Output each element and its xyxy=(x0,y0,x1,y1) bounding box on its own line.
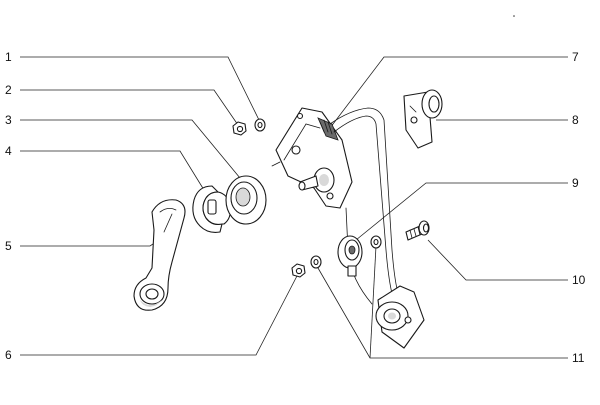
leader-line-4 xyxy=(20,150,205,191)
crank-handle xyxy=(133,199,186,311)
escutcheon-ring xyxy=(225,175,267,225)
washer-upper xyxy=(254,118,266,132)
callout-9: 9 xyxy=(572,176,579,190)
leader-line-6 xyxy=(20,273,299,356)
washers-lower xyxy=(310,235,382,269)
nut-lower xyxy=(291,263,306,278)
callout-8: 8 xyxy=(572,113,579,127)
leader-line-3 xyxy=(20,119,241,179)
leader-line-10 xyxy=(427,239,568,281)
callout-10: 10 xyxy=(572,273,586,287)
leader-line-11 xyxy=(317,267,568,359)
callout-11: 11 xyxy=(572,351,585,365)
lower-pulley xyxy=(375,285,425,349)
screw xyxy=(405,220,430,241)
nut-upper xyxy=(232,121,247,136)
callout-1: 1 xyxy=(5,50,12,64)
leader-line-9 xyxy=(355,182,568,241)
speck xyxy=(513,15,515,17)
callout-4: 4 xyxy=(5,144,12,158)
callout-6: 6 xyxy=(5,348,12,362)
leader-line-7 xyxy=(329,56,568,129)
callout-3: 3 xyxy=(5,113,12,127)
leader-line-1 xyxy=(20,56,261,123)
leader-line-11b xyxy=(369,245,377,359)
spring-clip xyxy=(192,185,231,233)
guide-pulley xyxy=(337,235,363,277)
leader-lines xyxy=(20,56,568,359)
callout-5: 5 xyxy=(5,239,12,253)
callout-numbers: 1 2 3 4 5 6 7 8 9 10 11 xyxy=(5,50,586,365)
callout-7: 7 xyxy=(572,50,579,64)
callout-2: 2 xyxy=(5,83,12,97)
leader-line-2 xyxy=(20,89,239,126)
leader-line-5 xyxy=(20,237,163,247)
regulator-mechanism xyxy=(271,107,353,209)
pulley-bracket xyxy=(403,89,443,149)
